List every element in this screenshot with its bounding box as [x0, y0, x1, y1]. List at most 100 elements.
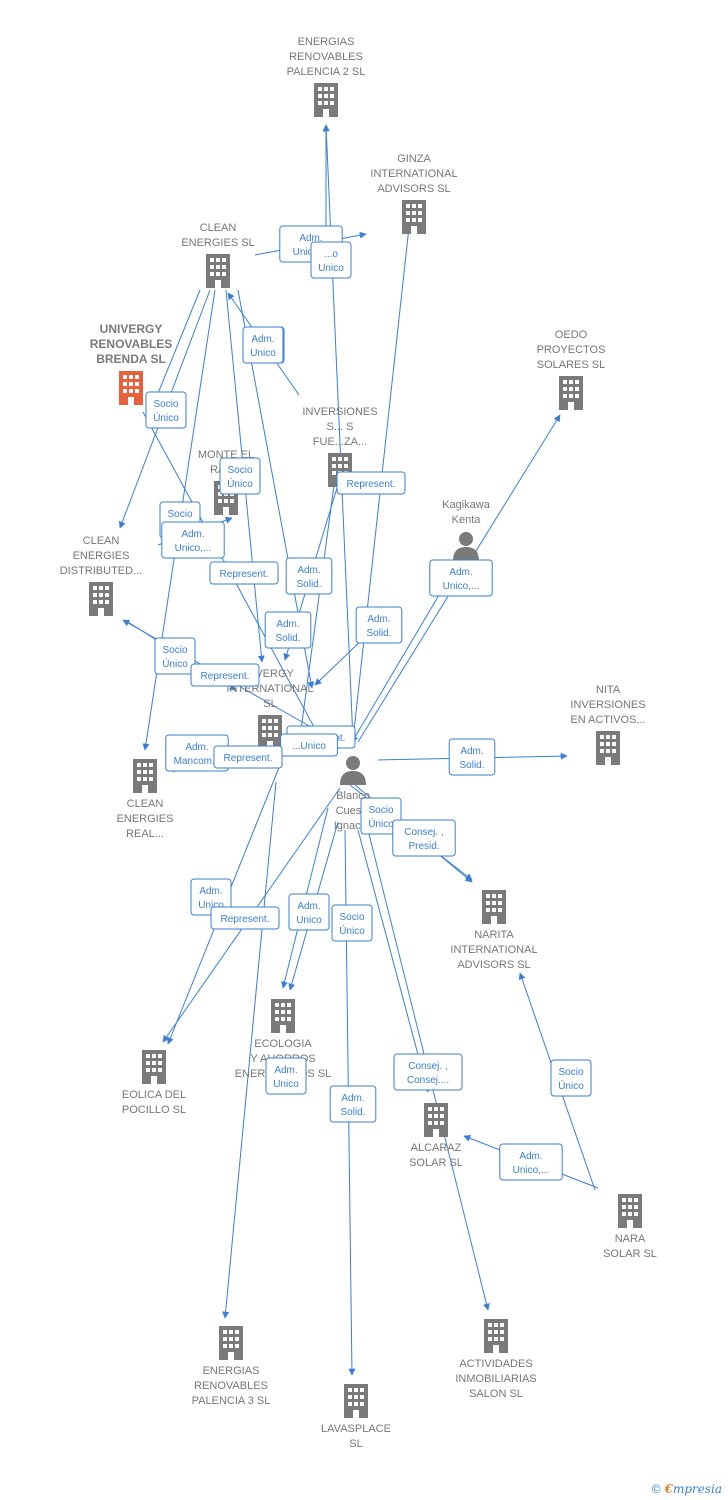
edge-label[interactable]: Represent.	[210, 906, 280, 930]
edge-label-text: Unico	[250, 348, 276, 359]
edge-label-text: Solid.	[366, 628, 391, 639]
node-label: EOLICA DEL	[122, 1089, 186, 1101]
edge-line	[222, 781, 277, 1319]
edge-line	[295, 477, 336, 753]
edge-label-text: Socio	[558, 1067, 583, 1078]
footer-brand[interactable]: ©€mpresia	[652, 1482, 722, 1496]
building-icon	[133, 759, 157, 793]
node-label: SOLAR SL	[409, 1157, 463, 1169]
node-label: ENERGIAS	[203, 1365, 260, 1377]
edge-label[interactable]: Adm.Solid.	[285, 557, 333, 595]
building-icon	[402, 200, 426, 234]
edge-label[interactable]: Consej. ,Consej....	[393, 1053, 463, 1091]
edge-label-text: Unico,...	[175, 543, 212, 554]
edge-label-box	[448, 738, 496, 776]
edge-label-box	[213, 745, 283, 769]
edge-label[interactable]: Adm.Solid.	[448, 738, 496, 776]
edge-label-text: Único	[368, 817, 394, 830]
node-label: EN ACTIVOS...	[570, 714, 645, 726]
edge-label-text: Socio	[227, 465, 252, 476]
node-label: SALON SL	[469, 1388, 523, 1400]
edge-label-box	[209, 561, 279, 585]
edge-label-text: Adm.	[367, 614, 390, 625]
edge-label[interactable]: Consej. ,Presid.	[392, 819, 456, 857]
edge-label-text: Consej. ,	[404, 827, 443, 838]
edge-label-text: Único	[339, 924, 365, 937]
edge-label-box	[393, 1053, 463, 1091]
node-label: ALCARAZ	[411, 1142, 462, 1154]
node-ced[interactable]: CLEANENERGIESDISTRIBUTED...	[60, 535, 143, 616]
edge-label-text: Adm.	[299, 233, 322, 244]
edge-label-box	[242, 326, 284, 364]
edge-label[interactable]: Adm.Unico	[190, 878, 232, 916]
building-icon	[89, 582, 113, 616]
node-label: SL	[263, 698, 276, 710]
edge-label[interactable]: Adm. Unico,...	[161, 521, 225, 559]
node-label: INTERNATIONAL	[450, 944, 537, 956]
edge-label-text: Unico,...	[443, 581, 480, 592]
edge-label[interactable]: Adm.Solid.	[329, 1085, 377, 1123]
edge-label[interactable]: Adm.Unico,...	[429, 559, 493, 597]
edge-label[interactable]: Represent.	[209, 561, 279, 585]
edge-label[interactable]: Adm.Unico	[288, 893, 330, 931]
node-label: ECOLOGIA	[254, 1038, 312, 1050]
node-label: RENOVABLES	[194, 1380, 268, 1392]
edge-label-text: Solid.	[275, 633, 300, 644]
node-label: NARA	[615, 1233, 646, 1245]
edge-label[interactable]: Adm.Unico,...	[499, 1143, 563, 1181]
edge-label-text: Adm.	[251, 334, 274, 345]
node-label: REAL...	[126, 828, 164, 840]
edge-label-text: Adm.	[181, 529, 204, 540]
node-cer[interactable]: CLEANENERGIESREAL...	[117, 759, 174, 840]
edge-label-box	[392, 819, 456, 857]
node-alcaraz[interactable]: ALCARAZ SOLAR SL	[409, 1103, 463, 1169]
node-label: PALENCIA 2 SL	[287, 66, 366, 78]
edge-label-text: Represent.	[224, 753, 273, 764]
edge-label[interactable]: Represent.	[213, 745, 283, 769]
edge-label[interactable]: Adm.Unico	[265, 1057, 307, 1095]
edge-label-box	[280, 733, 338, 757]
edge-label-box	[264, 611, 312, 649]
edge-labels-layer: Adm.Unico,......oUnicoAdm.UnicoSocioÚnic…	[145, 225, 592, 1181]
edge-label[interactable]: Adm. Unico	[242, 326, 284, 364]
node-label: Kenta	[452, 514, 482, 526]
edge-label[interactable]: Adm. Solid.	[355, 606, 403, 644]
edge-label-box	[161, 521, 225, 559]
node-label: GINZA	[397, 153, 431, 165]
edge-label[interactable]: ...Unico	[280, 733, 338, 757]
edge-label[interactable]: Represent.	[190, 663, 260, 687]
edge-label[interactable]: Adm.Solid.	[264, 611, 312, 649]
building-icon	[559, 376, 583, 410]
edge-label-box	[499, 1143, 563, 1181]
edge-label-text: ...Unico	[292, 741, 326, 752]
node-label: ENERGIES	[73, 550, 130, 562]
edge-label[interactable]: Represent.	[336, 471, 406, 495]
node-label: INVERSIONES	[302, 406, 377, 418]
edge-label-text: Represent.	[347, 479, 396, 490]
edge-label-text: Adm.	[460, 746, 483, 757]
edge-label-text: Consej....	[407, 1075, 449, 1086]
node-label: FUE...ZA...	[313, 436, 367, 448]
building-icon	[344, 1384, 368, 1418]
